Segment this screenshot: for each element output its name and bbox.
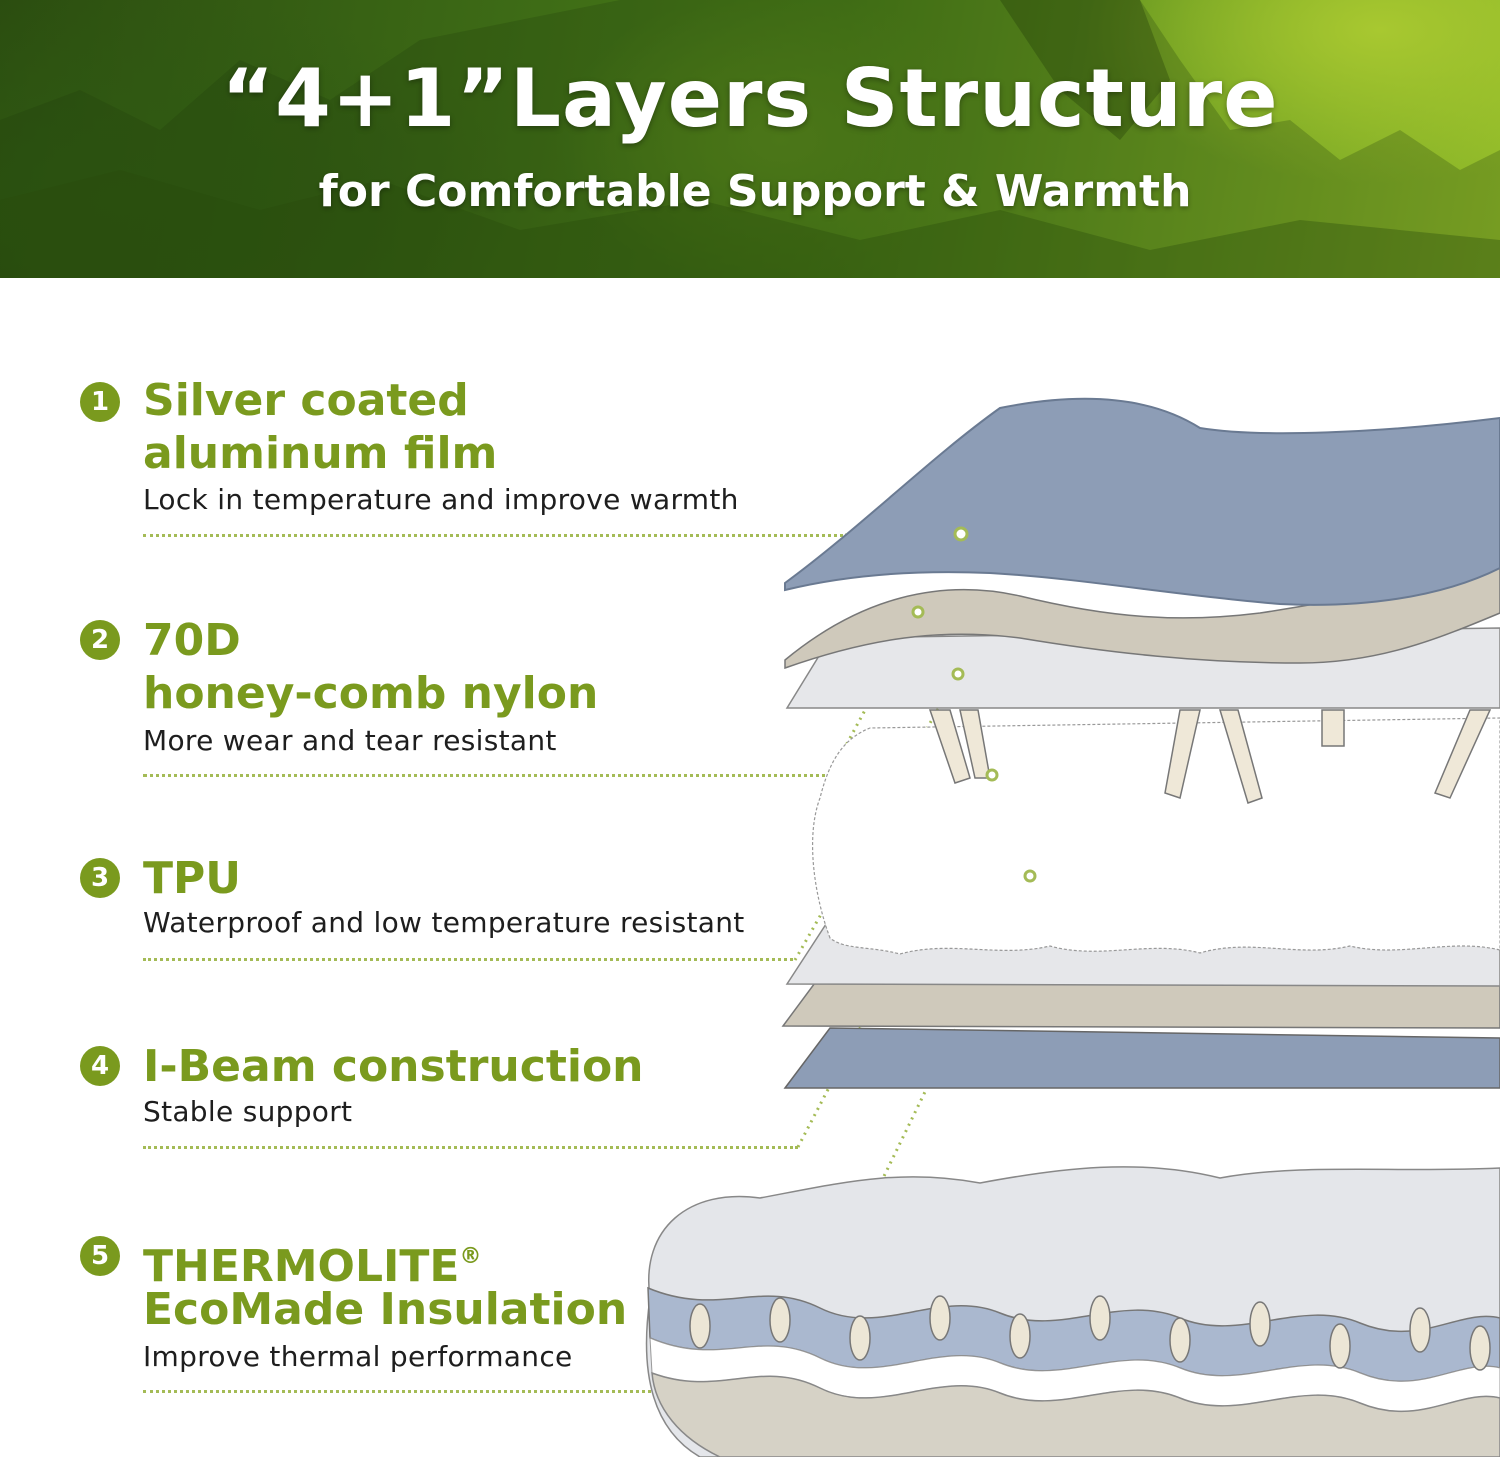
layer-title-line2: EcoMade Insulation bbox=[143, 1284, 628, 1335]
number-badge: 4 bbox=[80, 1046, 120, 1086]
assembled-pad-icon bbox=[645, 1166, 1500, 1457]
layer-title-line2: honey-comb nylon bbox=[143, 668, 599, 719]
number-badge: 3 bbox=[80, 858, 120, 898]
layer-title: 70D bbox=[143, 615, 241, 666]
mountain-background bbox=[0, 0, 1500, 278]
layer-description: Improve thermal performance bbox=[143, 1340, 573, 1373]
callout-dots bbox=[911, 526, 1037, 883]
i-beam-icon bbox=[928, 709, 1492, 804]
registered-mark: ® bbox=[459, 1244, 482, 1269]
page-subtitle: for Comfortable Support & Warmth bbox=[318, 166, 1192, 217]
layer-title-line2: aluminum film bbox=[143, 428, 498, 479]
aluminum-film-layer-icon bbox=[784, 397, 1500, 606]
layer-illustration bbox=[645, 397, 1500, 1457]
layer-description: Lock in temperature and improve warmth bbox=[143, 483, 739, 516]
header-banner: “4+1”Layers Structure for Comfortable Su… bbox=[0, 0, 1500, 278]
leader-line bbox=[143, 534, 843, 537]
leader-line bbox=[143, 958, 793, 961]
layer-description: More wear and tear resistant bbox=[143, 724, 557, 757]
layer-title: I-Beam construction bbox=[143, 1041, 644, 1092]
layer-description: Waterproof and low temperature resistant bbox=[143, 906, 745, 939]
leader-line bbox=[143, 1146, 798, 1149]
number-badge: 1 bbox=[80, 382, 120, 422]
number-badge: 2 bbox=[80, 620, 120, 660]
layer-title: Silver coated bbox=[143, 375, 469, 426]
leader-line bbox=[143, 1390, 783, 1393]
insulation-fluff-icon bbox=[812, 717, 1500, 955]
layer-title: TPU bbox=[143, 853, 241, 904]
layer-title: THERMOLITE® bbox=[143, 1241, 482, 1292]
layer-description: Stable support bbox=[143, 1095, 353, 1128]
page-title: “4+1”Layers Structure bbox=[221, 52, 1279, 145]
nylon-layer-icon bbox=[784, 562, 1500, 670]
leader-line bbox=[143, 774, 833, 777]
number-badge: 5 bbox=[80, 1236, 120, 1276]
